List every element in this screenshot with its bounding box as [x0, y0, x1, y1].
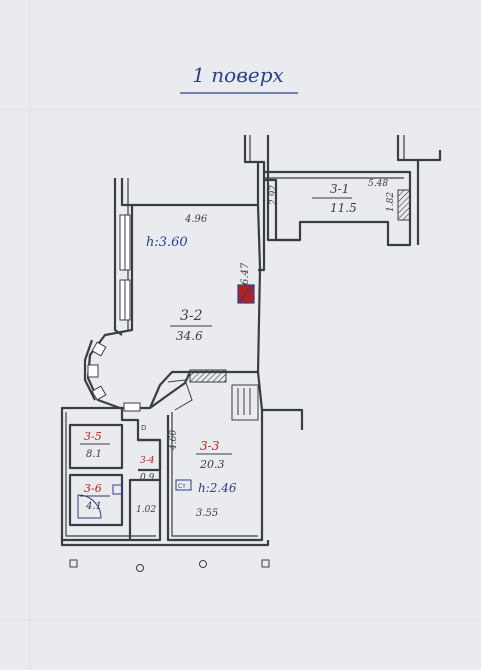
room-3-4-id: 3-4	[140, 456, 155, 466]
utility-marker	[237, 284, 255, 304]
room-3-4-dim-width: 0.9	[140, 473, 155, 483]
room-3-5-id: 3-5	[84, 430, 102, 443]
room-3-3-dim-length: 4.60	[169, 430, 179, 451]
stair-hatch-small	[397, 189, 411, 221]
windows	[119, 214, 131, 321]
room-3-1-dim-height: 1.82	[386, 192, 396, 212]
tag-icons	[112, 479, 192, 495]
room-3-2-dim-length: 6.47	[240, 262, 251, 285]
bay-window	[87, 341, 141, 412]
footer-markers	[69, 559, 270, 572]
room-3-1-area: 11.5	[330, 201, 357, 215]
room-3-6-id: 3-6	[84, 482, 102, 495]
room-3-2-id: 3-2	[180, 308, 203, 324]
plan-title: 1 поверх	[192, 63, 284, 87]
room-3-5-area: 8.1	[86, 449, 102, 460]
room-3-4-dim-length: 1.02	[136, 505, 156, 515]
room-3-4-marker: D	[141, 424, 146, 432]
door-swing	[77, 494, 102, 519]
room-3-2-dim-width: 4.96	[184, 214, 208, 225]
room-3-3-id: 3-3	[200, 439, 220, 453]
room-3-2-height: h:3.60	[146, 235, 188, 250]
stair-hatch	[189, 369, 227, 383]
room-3-3-area: 20.3	[199, 458, 225, 471]
spiral-stair	[167, 379, 259, 421]
legend-tag: Ст	[178, 483, 186, 490]
room-3-1-dim-width: 5.48	[368, 179, 388, 189]
room-3-1-id: 3-1	[330, 182, 349, 196]
room-3-3-height: h:2.46	[198, 481, 237, 495]
room-3-6-area: 4.1	[85, 501, 102, 512]
room-3-1-dim-corridor: 2.92	[269, 185, 279, 206]
room-3-2-area: 34.6	[176, 329, 203, 343]
room-3-3-dim-width: 3.55	[196, 508, 218, 519]
